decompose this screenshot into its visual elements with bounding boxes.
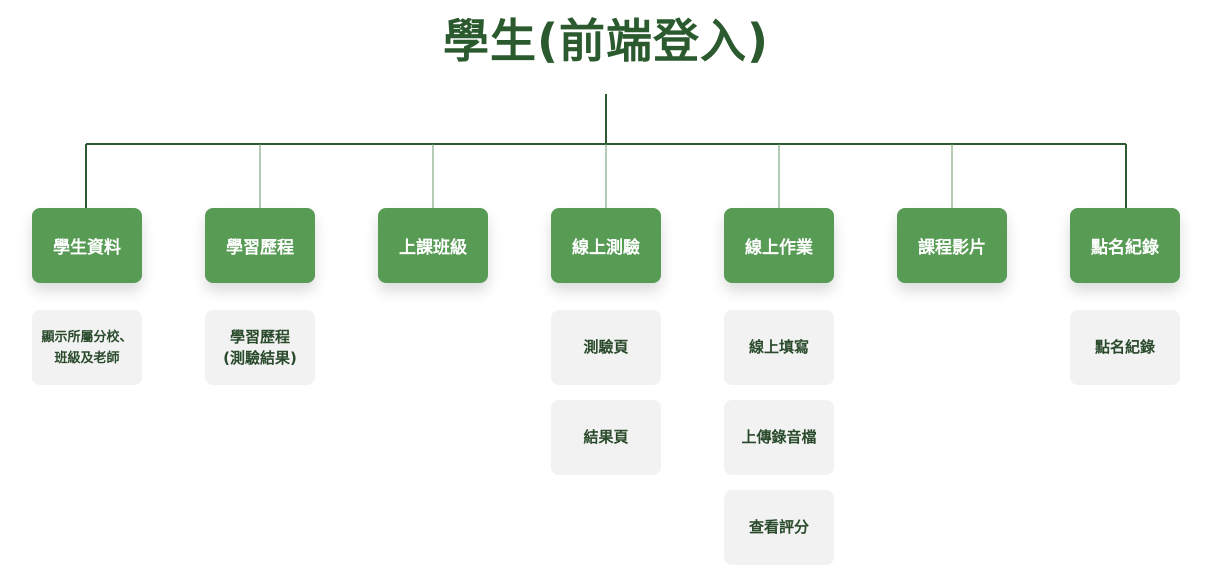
sub-item-label: 上傳錄音檔 <box>741 428 817 446</box>
sub-item-learning-history[interactable]: 學習歷程 (測驗結果) <box>205 310 315 385</box>
sub-item-view-score[interactable]: 查看評分 <box>724 490 834 565</box>
sub-item-label: 查看評分 <box>748 518 809 536</box>
sub-item-label: 線上填寫 <box>748 338 809 356</box>
category-attendance[interactable]: 點名紀錄 <box>1070 208 1180 283</box>
category-course-videos[interactable]: 課程影片 <box>897 208 1007 283</box>
category-student-info[interactable]: 學生資料 <box>32 208 142 283</box>
sub-item-school-class-teacher[interactable]: 顯示所屬分校、班級及老師 <box>32 310 142 385</box>
category-classes[interactable]: 上課班級 <box>378 208 488 283</box>
sub-item-label: 結果頁 <box>583 428 629 446</box>
category-label: 學習歷程 <box>226 238 294 258</box>
category-label: 學生資料 <box>53 238 121 258</box>
sub-item-result-page[interactable]: 結果頁 <box>551 400 661 475</box>
sub-item-test-page[interactable]: 測驗頁 <box>551 310 661 385</box>
sub-item-fill-online[interactable]: 線上填寫 <box>724 310 834 385</box>
sub-item-attendance-record[interactable]: 點名紀錄 <box>1070 310 1180 385</box>
page-title: 學生(前端登入) <box>442 14 770 68</box>
sub-item-upload-recording[interactable]: 上傳錄音檔 <box>724 400 834 475</box>
sub-item-label: 顯示所屬分校、班級及老師 <box>41 329 133 366</box>
category-label: 線上作業 <box>745 238 813 258</box>
sub-item-label: 學習歷程 (測驗結果) <box>223 327 297 367</box>
category-label: 線上測驗 <box>572 238 640 258</box>
category-online-homework[interactable]: 線上作業 <box>724 208 834 283</box>
sub-item-label: 測驗頁 <box>583 338 629 356</box>
category-online-test[interactable]: 線上測驗 <box>551 208 661 283</box>
category-label: 上課班級 <box>399 238 467 258</box>
category-learning-history[interactable]: 學習歷程 <box>205 208 315 283</box>
sub-item-label: 點名紀錄 <box>1094 338 1155 356</box>
category-label: 點名紀錄 <box>1091 238 1159 258</box>
category-label: 課程影片 <box>918 238 986 258</box>
